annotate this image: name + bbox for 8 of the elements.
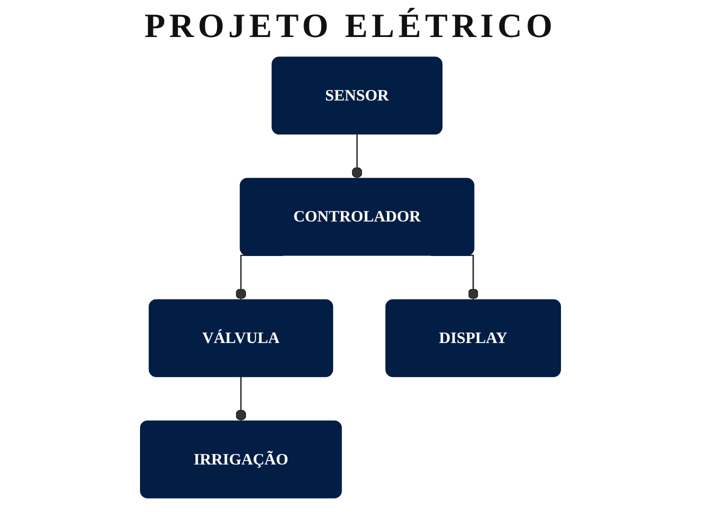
connector [352, 133, 362, 178]
diagram-title: PROJETO ELÉTRICO [144, 8, 558, 46]
node-box: SENSOR [272, 56, 442, 135]
node-box: IRRIGAÇÃO [140, 420, 342, 498]
node-box: VÁLVULA [148, 299, 334, 378]
node-box: CONTROLADOR [240, 178, 474, 256]
node-box: DISPLAY [385, 299, 561, 378]
connector [236, 376, 246, 421]
